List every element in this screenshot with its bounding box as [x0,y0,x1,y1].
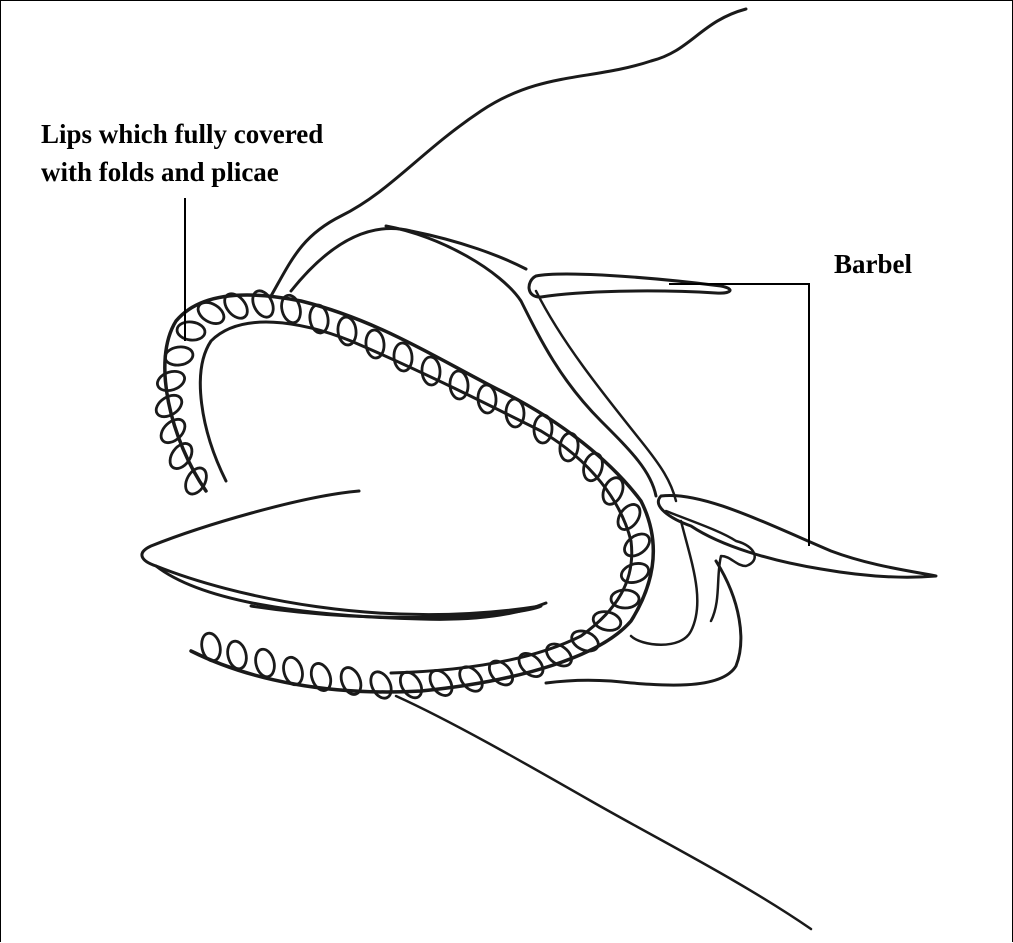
barbel-label: Barbel [834,245,912,283]
snout-upper-line [291,229,526,292]
lip-fold [619,560,651,586]
lip-fold [611,590,639,608]
head-outline [271,9,746,296]
lip-fold [485,657,517,690]
lip-fold [155,368,187,394]
lip-fold [164,345,194,367]
chin-flap-2 [631,521,697,645]
lip-fold [449,370,469,399]
lips-label-line1: Lips which fully covered [41,115,323,153]
lip-fold [591,609,622,633]
lip-fold [421,356,441,385]
lip-fold [477,384,497,413]
lips-label: Lips which fully covered with folds and … [41,115,323,191]
chin-flap [666,511,755,621]
lip-fold [620,529,653,560]
lip-fold [581,451,606,483]
barbel-leader-line [669,284,809,546]
inner-head-line-2 [536,291,676,501]
lip-ring-outer [165,295,654,692]
lip-fold [337,316,358,346]
lip-folds [152,287,653,701]
lip-fold [569,627,602,655]
lip-fold [176,320,206,341]
lip-fold [506,399,525,428]
lips-label-line2: with folds and plicae [41,153,323,191]
lip-fold [365,329,385,358]
mouth-lobe [142,491,541,618]
upper-barbel [529,274,730,297]
lower-barbel [658,495,936,577]
lower-jaw-line [396,696,811,929]
lip-fold [393,342,413,371]
